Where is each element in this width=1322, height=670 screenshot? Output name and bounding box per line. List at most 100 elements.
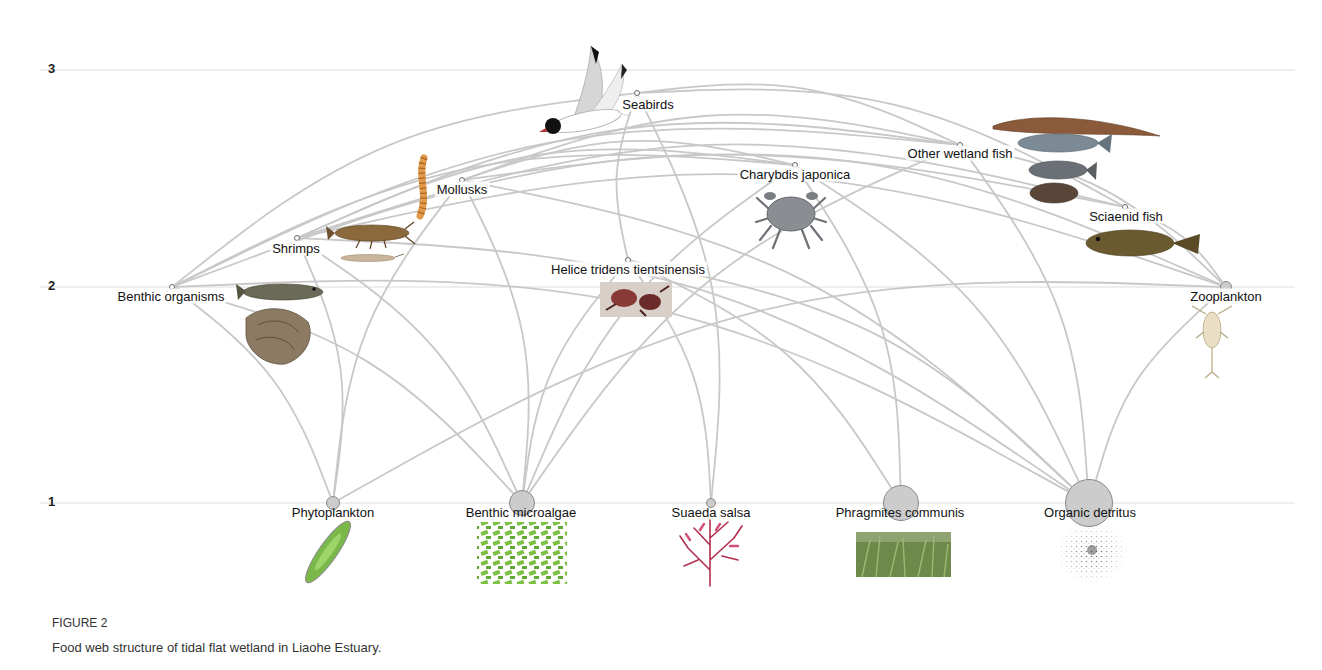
feeding-link (616, 96, 636, 257)
feeding-link (300, 174, 1220, 285)
sciaenid-fish-illustration (1086, 230, 1174, 256)
trophic-level-number: 3 (48, 62, 55, 75)
mollusk-illustration (420, 158, 424, 216)
phragmites-photo (862, 536, 948, 577)
trophic-level-number: 1 (48, 495, 55, 508)
sciaenid-fish-illustration (1172, 234, 1200, 254)
seabird-illustration (549, 105, 623, 138)
feeding-link (963, 146, 1222, 283)
phragmites-photo (856, 532, 951, 542)
shrimp-illustration (335, 225, 409, 241)
organic-detritus-illustration (1087, 545, 1097, 555)
node-label: Phragmites communis (834, 505, 967, 520)
zooplankton-illustration (1192, 306, 1232, 378)
shrimp-illustration (395, 254, 404, 257)
seabird-illustration (591, 46, 599, 64)
phytoplankton-illustration (299, 517, 356, 588)
wetland-fish-illustration (1018, 134, 1098, 152)
organic-detritus-illustration (1055, 522, 1129, 584)
sciaenid-fish-illustration (1096, 237, 1100, 241)
node-label: Sciaenid fish (1087, 209, 1165, 224)
food-web-node: Phragmites communis (883, 485, 919, 521)
zooplankton-illustration (1203, 312, 1221, 348)
seabird-illustration (539, 46, 632, 137)
food-web-node: Benthic organisms (169, 284, 175, 290)
crab-illustration (764, 192, 776, 200)
feeding-link (334, 182, 460, 496)
food-web-node: Charybdis japonica (792, 162, 798, 168)
feeding-link (463, 183, 528, 490)
feeding-link (174, 289, 330, 497)
phytoplankton-illustration (312, 532, 344, 573)
node-label: Organic detritus (1042, 505, 1138, 520)
sciaenid-fish-illustration (1086, 230, 1200, 256)
wetland-fish-illustration (1030, 183, 1078, 203)
node-label: Shrimps (270, 241, 322, 256)
food-web-node: Mollusks (459, 177, 465, 183)
node-label: Suaeda salsa (670, 505, 753, 520)
seabird-illustration (539, 128, 547, 132)
suaeda-illustration (680, 520, 742, 586)
feeding-link (529, 146, 957, 492)
node-label: Seabirds (620, 97, 675, 112)
wetland-fish-illustration (1029, 161, 1087, 179)
trophic-level-line (40, 70, 1295, 71)
wetland-fish-illustration (1097, 134, 1112, 153)
helice-crab-photo (600, 282, 672, 317)
benthic-organism-illustration (246, 309, 310, 364)
figure-caption: Food web structure of tidal flat wetland… (52, 640, 381, 655)
node-label: Mollusks (435, 182, 490, 197)
feeding-link (299, 240, 516, 492)
node-label: Benthic organisms (116, 289, 227, 304)
food-web-node: Shrimps (294, 235, 300, 241)
figure-number: FIGURE 2 (52, 617, 107, 629)
crab-illustration (756, 192, 826, 248)
wetland-fish-illustration (993, 118, 1160, 203)
helice-crab-photo (600, 282, 672, 317)
benthic-organism-illustration (236, 284, 323, 364)
crab-illustration (767, 197, 815, 231)
food-web-node: Zooplankton (1220, 281, 1232, 293)
food-web-node: Benthic microalgae (509, 490, 535, 516)
mollusk-illustration (420, 158, 424, 216)
feeding-link (175, 281, 1068, 492)
phragmites-photo (856, 532, 951, 577)
feeding-link (300, 144, 1122, 237)
feeding-link (298, 241, 342, 496)
node-label: Benthic microalgae (464, 505, 579, 520)
food-web-node: Other wetland fish (957, 142, 963, 148)
wetland-fish-illustration (993, 118, 1160, 136)
helice-crab-photo (639, 294, 661, 310)
trophic-level-number: 2 (48, 279, 55, 292)
food-web-node: Sciaenid fish (1122, 204, 1128, 210)
feeding-link (465, 154, 1221, 284)
shrimp-illustration (326, 226, 335, 240)
node-label: Phytoplankton (290, 505, 376, 520)
mollusk-illustration (420, 158, 424, 216)
organic-detritus-illustration (1055, 522, 1129, 584)
suaeda-illustration (680, 520, 742, 586)
feeding-link (1096, 291, 1222, 480)
node-label: Other wetland fish (906, 146, 1015, 161)
benthic-microalgae-illustration (477, 522, 567, 584)
helice-crab-photo (606, 286, 669, 316)
food-web-node: Phytoplankton (326, 496, 340, 510)
feeding-link (798, 167, 1079, 482)
benthic-organism-illustration (256, 321, 298, 350)
feeding-link (175, 155, 1122, 286)
seabird-illustration (545, 118, 561, 134)
suaeda-illustration (686, 524, 738, 546)
feeding-link (175, 288, 513, 494)
benthic-microalgae-illustration (477, 522, 567, 584)
crab-illustration (756, 198, 826, 248)
feeding-link (175, 129, 957, 286)
feeding-link (339, 282, 1220, 500)
feeding-link (174, 93, 634, 285)
benthic-organism-illustration (312, 287, 316, 291)
feeding-link (300, 149, 792, 236)
benthic-organism-illustration (236, 284, 246, 300)
food-web-node: Helice tridens tientsinensis (625, 257, 631, 263)
